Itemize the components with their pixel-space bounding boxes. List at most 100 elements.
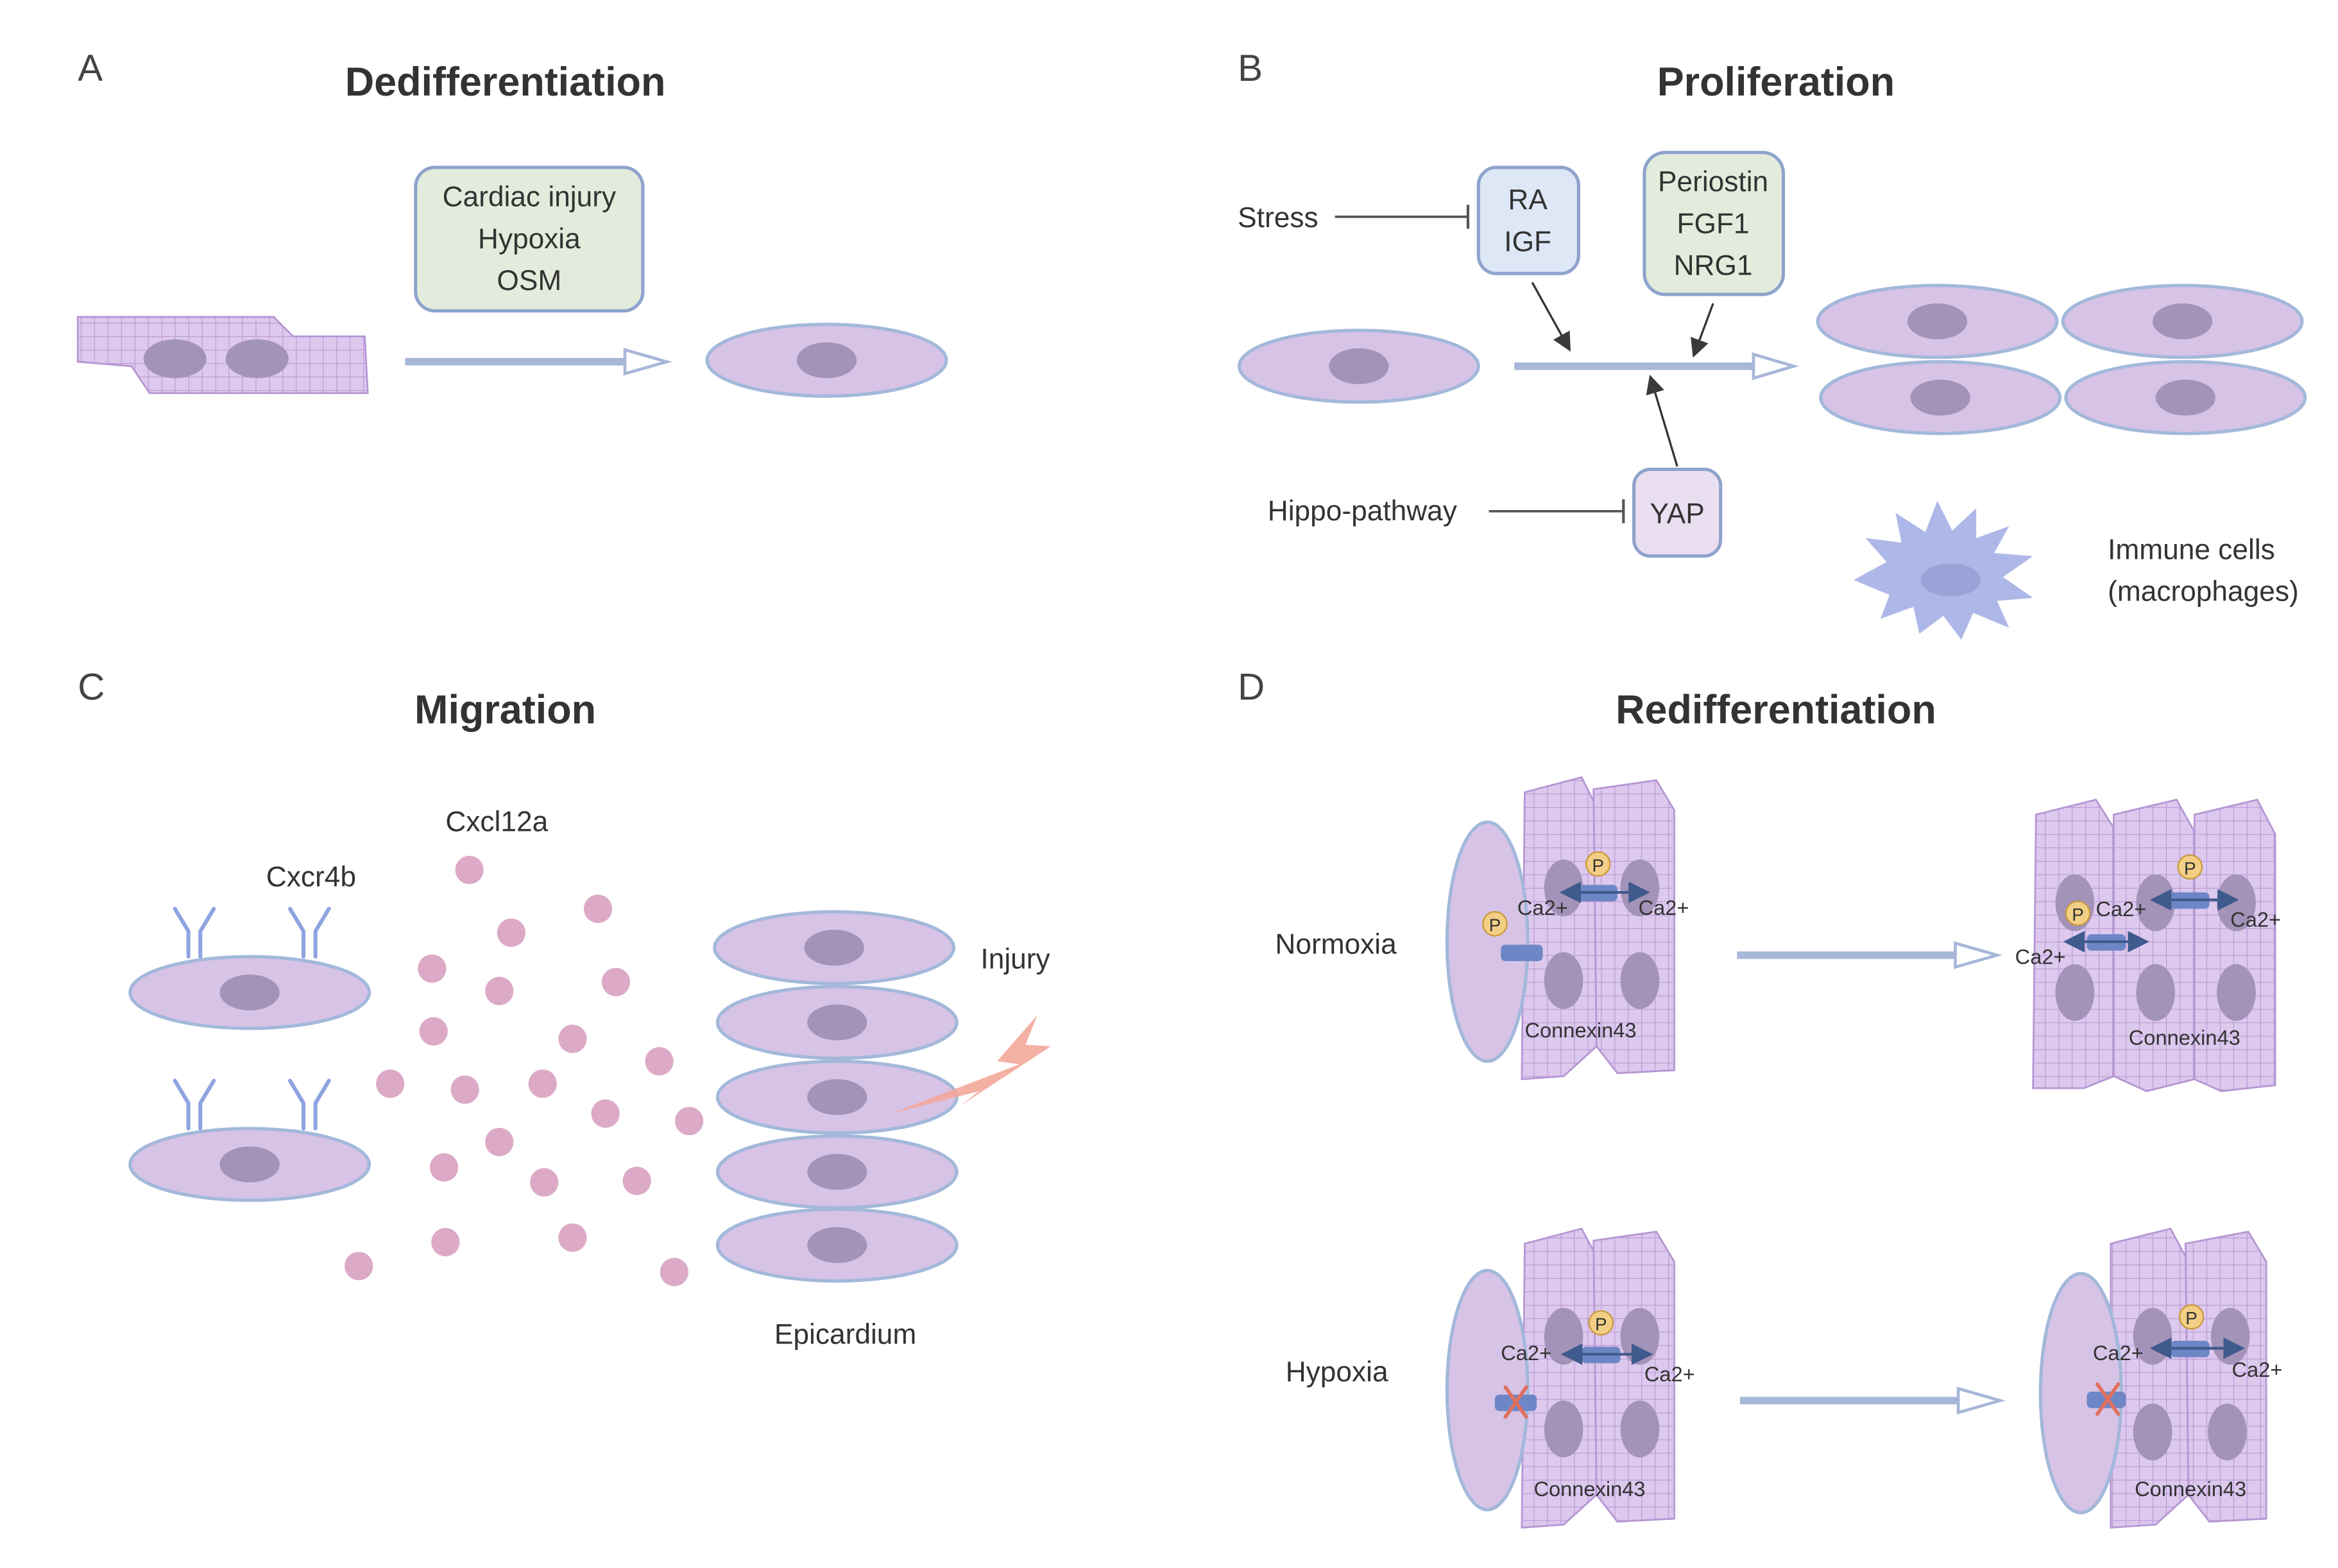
- blocked-x-icon: [1503, 1385, 1528, 1419]
- chemokine-dot: [660, 1257, 688, 1286]
- nucleus: [807, 1004, 867, 1041]
- ra-igf-box: RA IGF: [1476, 166, 1580, 275]
- chemokine-dot: [418, 954, 447, 983]
- cxcl12a-label: Cxcl12a: [445, 806, 548, 837]
- chemokine-dot: [601, 967, 631, 996]
- panel-d-title: Redifferentiation: [1616, 688, 1936, 733]
- chemokine-dot: [591, 1099, 620, 1128]
- igf-label: IGF: [1504, 226, 1551, 257]
- hypoxia-cluster-before: P Ca2+ Ca2+ Connexin43: [1445, 1227, 1695, 1529]
- phosphorylation-marker: [2177, 854, 2203, 880]
- nucleus: [1544, 952, 1583, 1009]
- normoxia-arrow: [1737, 941, 2003, 969]
- macrophage: [1854, 500, 2033, 640]
- nucleus: [225, 339, 289, 379]
- panel-c-letter: C: [78, 666, 105, 708]
- phosphorylation-marker: [1588, 1310, 1614, 1336]
- nrg1-label: NRG1: [1674, 250, 1753, 282]
- progenitor-cell: [1445, 1268, 1530, 1512]
- nucleus: [1920, 563, 1981, 597]
- migrating-cell-top: [128, 955, 371, 1030]
- hypoxia-arrow: [1739, 1386, 2006, 1415]
- panel-b-title: Proliferation: [1657, 60, 1895, 105]
- chemokine-dot: [450, 1075, 479, 1104]
- calcium-label: Ca2+: [2015, 945, 2066, 969]
- panel-a-title: Dedifferentiation: [345, 60, 666, 105]
- chemokine-dot: [485, 1127, 514, 1157]
- connexin43-label: Connexin43: [1525, 1018, 1637, 1042]
- macrophages-label: (macrophages): [2108, 576, 2299, 608]
- normoxia-label: Normoxia: [1275, 928, 1397, 960]
- svg-text:P: P: [2072, 905, 2084, 925]
- chemokine-dot: [431, 1227, 460, 1257]
- ra-label: RA: [1508, 184, 1548, 216]
- nucleus: [2055, 964, 2095, 1021]
- connexin43-label: Connexin43: [1533, 1477, 1645, 1501]
- cxcr4b-label: Cxcr4b: [266, 862, 356, 893]
- stimulus-hypoxia: Hypoxia: [478, 223, 581, 255]
- nucleus: [2155, 379, 2215, 416]
- panel-b-letter: B: [1238, 47, 1263, 89]
- chemokine-dot: [345, 1252, 373, 1281]
- calcium-label: Ca2+: [1517, 896, 1568, 919]
- dedifferentiation-arrow: [405, 348, 672, 376]
- stress-inhibition-line: [1335, 205, 1470, 229]
- svg-text:P: P: [1489, 915, 1501, 935]
- fgf1-label: FGF1: [1677, 208, 1750, 239]
- panel-d-letter: D: [1238, 666, 1265, 708]
- hypoxia-cluster-after: P Ca2+ Ca2+ Connexin43: [2038, 1227, 2283, 1529]
- nucleus: [219, 1146, 280, 1182]
- nucleus: [1620, 952, 1660, 1009]
- svg-text:P: P: [1595, 1315, 1607, 1334]
- epicardium-stack: [713, 910, 959, 1283]
- nucleus: [807, 1154, 867, 1190]
- calcium-label: Ca2+: [2093, 1341, 2144, 1365]
- connexin43-label: Connexin43: [2129, 1026, 2240, 1050]
- adult-cardiomyocyte: [76, 316, 369, 395]
- panel-c-title: Migration: [414, 688, 596, 733]
- epicardium-label: Epicardium: [774, 1319, 916, 1351]
- chemokine-dot: [622, 1166, 651, 1195]
- phosphorylation-marker: [2178, 1304, 2205, 1330]
- calcium-label: Ca2+: [2230, 907, 2281, 931]
- chemokine-dot: [419, 1017, 448, 1046]
- chemokine-dot: [674, 1107, 704, 1136]
- svg-text:P: P: [1592, 855, 1604, 875]
- stress-label: Stress: [1238, 202, 1318, 234]
- nucleus: [2153, 303, 2213, 339]
- nucleus: [807, 1227, 867, 1263]
- calcium-label: Ca2+: [1639, 896, 1689, 919]
- immune-cells-label: Immune cells: [2108, 534, 2275, 565]
- periostin-label: Periostin: [1658, 166, 1768, 198]
- chemokine-dot: [558, 1223, 587, 1252]
- migrating-cell-bottom: [128, 1127, 371, 1202]
- ra-igf-arrow: [1531, 282, 1571, 352]
- gap-junction-channel: [1501, 944, 1543, 962]
- nucleus: [2136, 964, 2175, 1021]
- chemokine-dot: [645, 1047, 674, 1076]
- normoxia-cluster-before: P P Ca2+ Ca2+ Connexin43: [1445, 776, 1689, 1080]
- stimulus-box: Cardiac injury Hypoxia OSM: [414, 166, 645, 313]
- growth-factor-box: Periostin FGF1 NRG1: [1643, 151, 1786, 296]
- nucleus: [1620, 1308, 1660, 1365]
- dedifferentiated-cell: [705, 323, 948, 398]
- calcium-label: Ca2+: [2232, 1358, 2283, 1381]
- nucleus: [2217, 964, 2256, 1021]
- progenitor-cell: [1445, 820, 1530, 1063]
- nucleus: [807, 1079, 867, 1116]
- cxcl12a-dots: [345, 855, 704, 1286]
- nucleus: [1329, 348, 1389, 384]
- nucleus: [1620, 1401, 1660, 1458]
- connexin43-label: Connexin43: [2135, 1477, 2246, 1501]
- nucleus: [2208, 1403, 2247, 1461]
- svg-text:P: P: [2185, 1308, 2197, 1328]
- panel-a-letter: A: [78, 47, 103, 89]
- chemokine-dot: [376, 1069, 405, 1098]
- phosphorylation-marker: [2065, 900, 2091, 926]
- blocked-x-icon: [2095, 1382, 2120, 1416]
- stimulus-osm: OSM: [497, 265, 561, 296]
- phosphorylation-marker: [1585, 851, 1611, 877]
- chemokine-dot: [497, 918, 526, 947]
- chemokine-dot: [558, 1025, 587, 1053]
